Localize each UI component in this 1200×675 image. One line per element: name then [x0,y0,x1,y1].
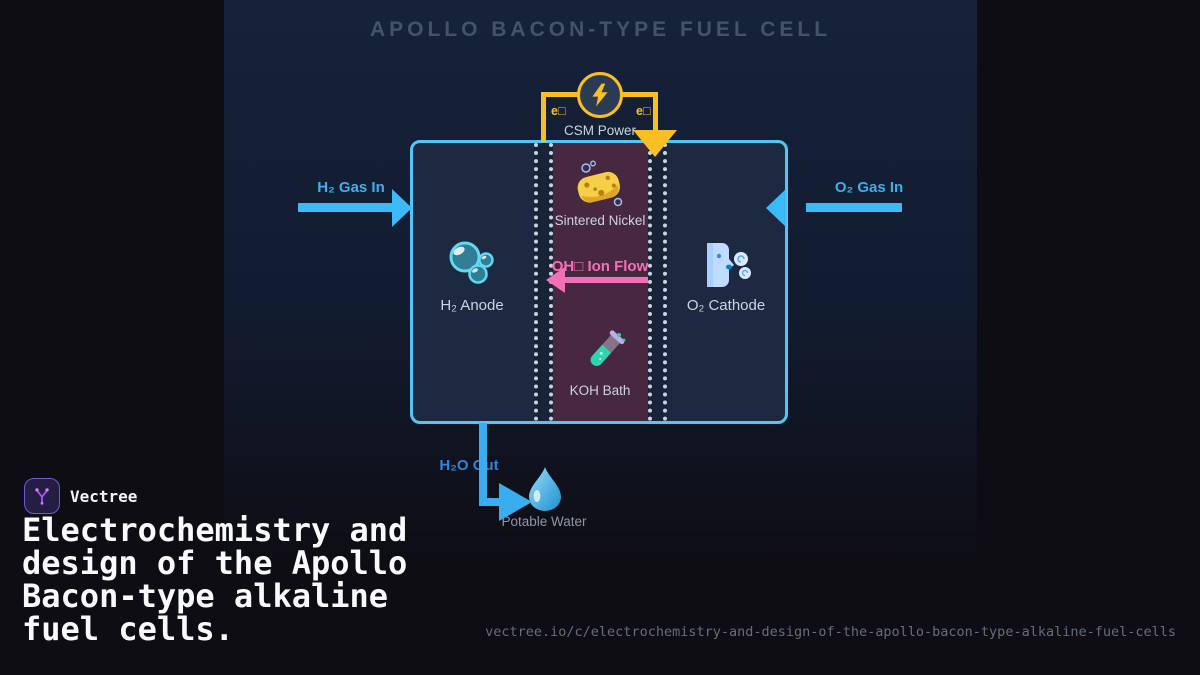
ion-flow-arrowhead [546,267,565,293]
o2-inlet-arrow [806,203,902,212]
cathode-label: O₂ Cathode [686,297,766,314]
page-title: Electrochemistry and design of the Apoll… [22,511,408,648]
o2-inlet-arrowhead [766,189,786,227]
sponge-icon [577,160,623,207]
anode-label: H₂ Anode [440,297,504,314]
electron-label-right: e□ [636,104,651,118]
power-node [577,72,623,118]
power-wire-right [653,92,658,134]
electron-label-left: e□ [551,104,566,118]
h2-inlet-arrow [298,203,394,212]
water-pipe-vertical [479,423,487,506]
brand-logo [24,478,60,514]
koh-bath-label: KOH Bath [569,383,631,398]
cathode-electrode-strip [648,143,667,421]
wind-face-icon [707,243,751,287]
o2-gas-in-label: O₂ Gas In [834,179,904,196]
vectree-logo-icon [35,488,49,505]
sintered-nickel-label: Sintered Nickel [554,213,646,228]
bubbles-icon [449,241,494,284]
water-arrowhead [499,483,532,521]
page-url: vectree.io/c/electrochemistry-and-design… [485,624,1176,640]
brand-name: Vectree [70,487,138,506]
ion-flow-label: OH□ Ion Flow [551,258,649,275]
lightning-icon [592,83,608,107]
diagram-title: APOLLO BACON-TYPE FUEL CELL [369,18,832,41]
electron-return-arrow [633,130,677,157]
droplet-icon [529,467,561,511]
potable-water-label: Potable Water [501,514,587,529]
csm-power-label: CSM Power [563,123,636,138]
h2-inlet-arrowhead [392,189,412,227]
ion-flow-arrow [564,277,648,283]
test-tube-icon [590,330,626,366]
h2o-out-label: H₂O Out [439,457,499,474]
power-wire-left [541,92,546,142]
water-pipe-horizontal [479,498,505,506]
h2-gas-in-label: H₂ Gas In [317,179,385,196]
